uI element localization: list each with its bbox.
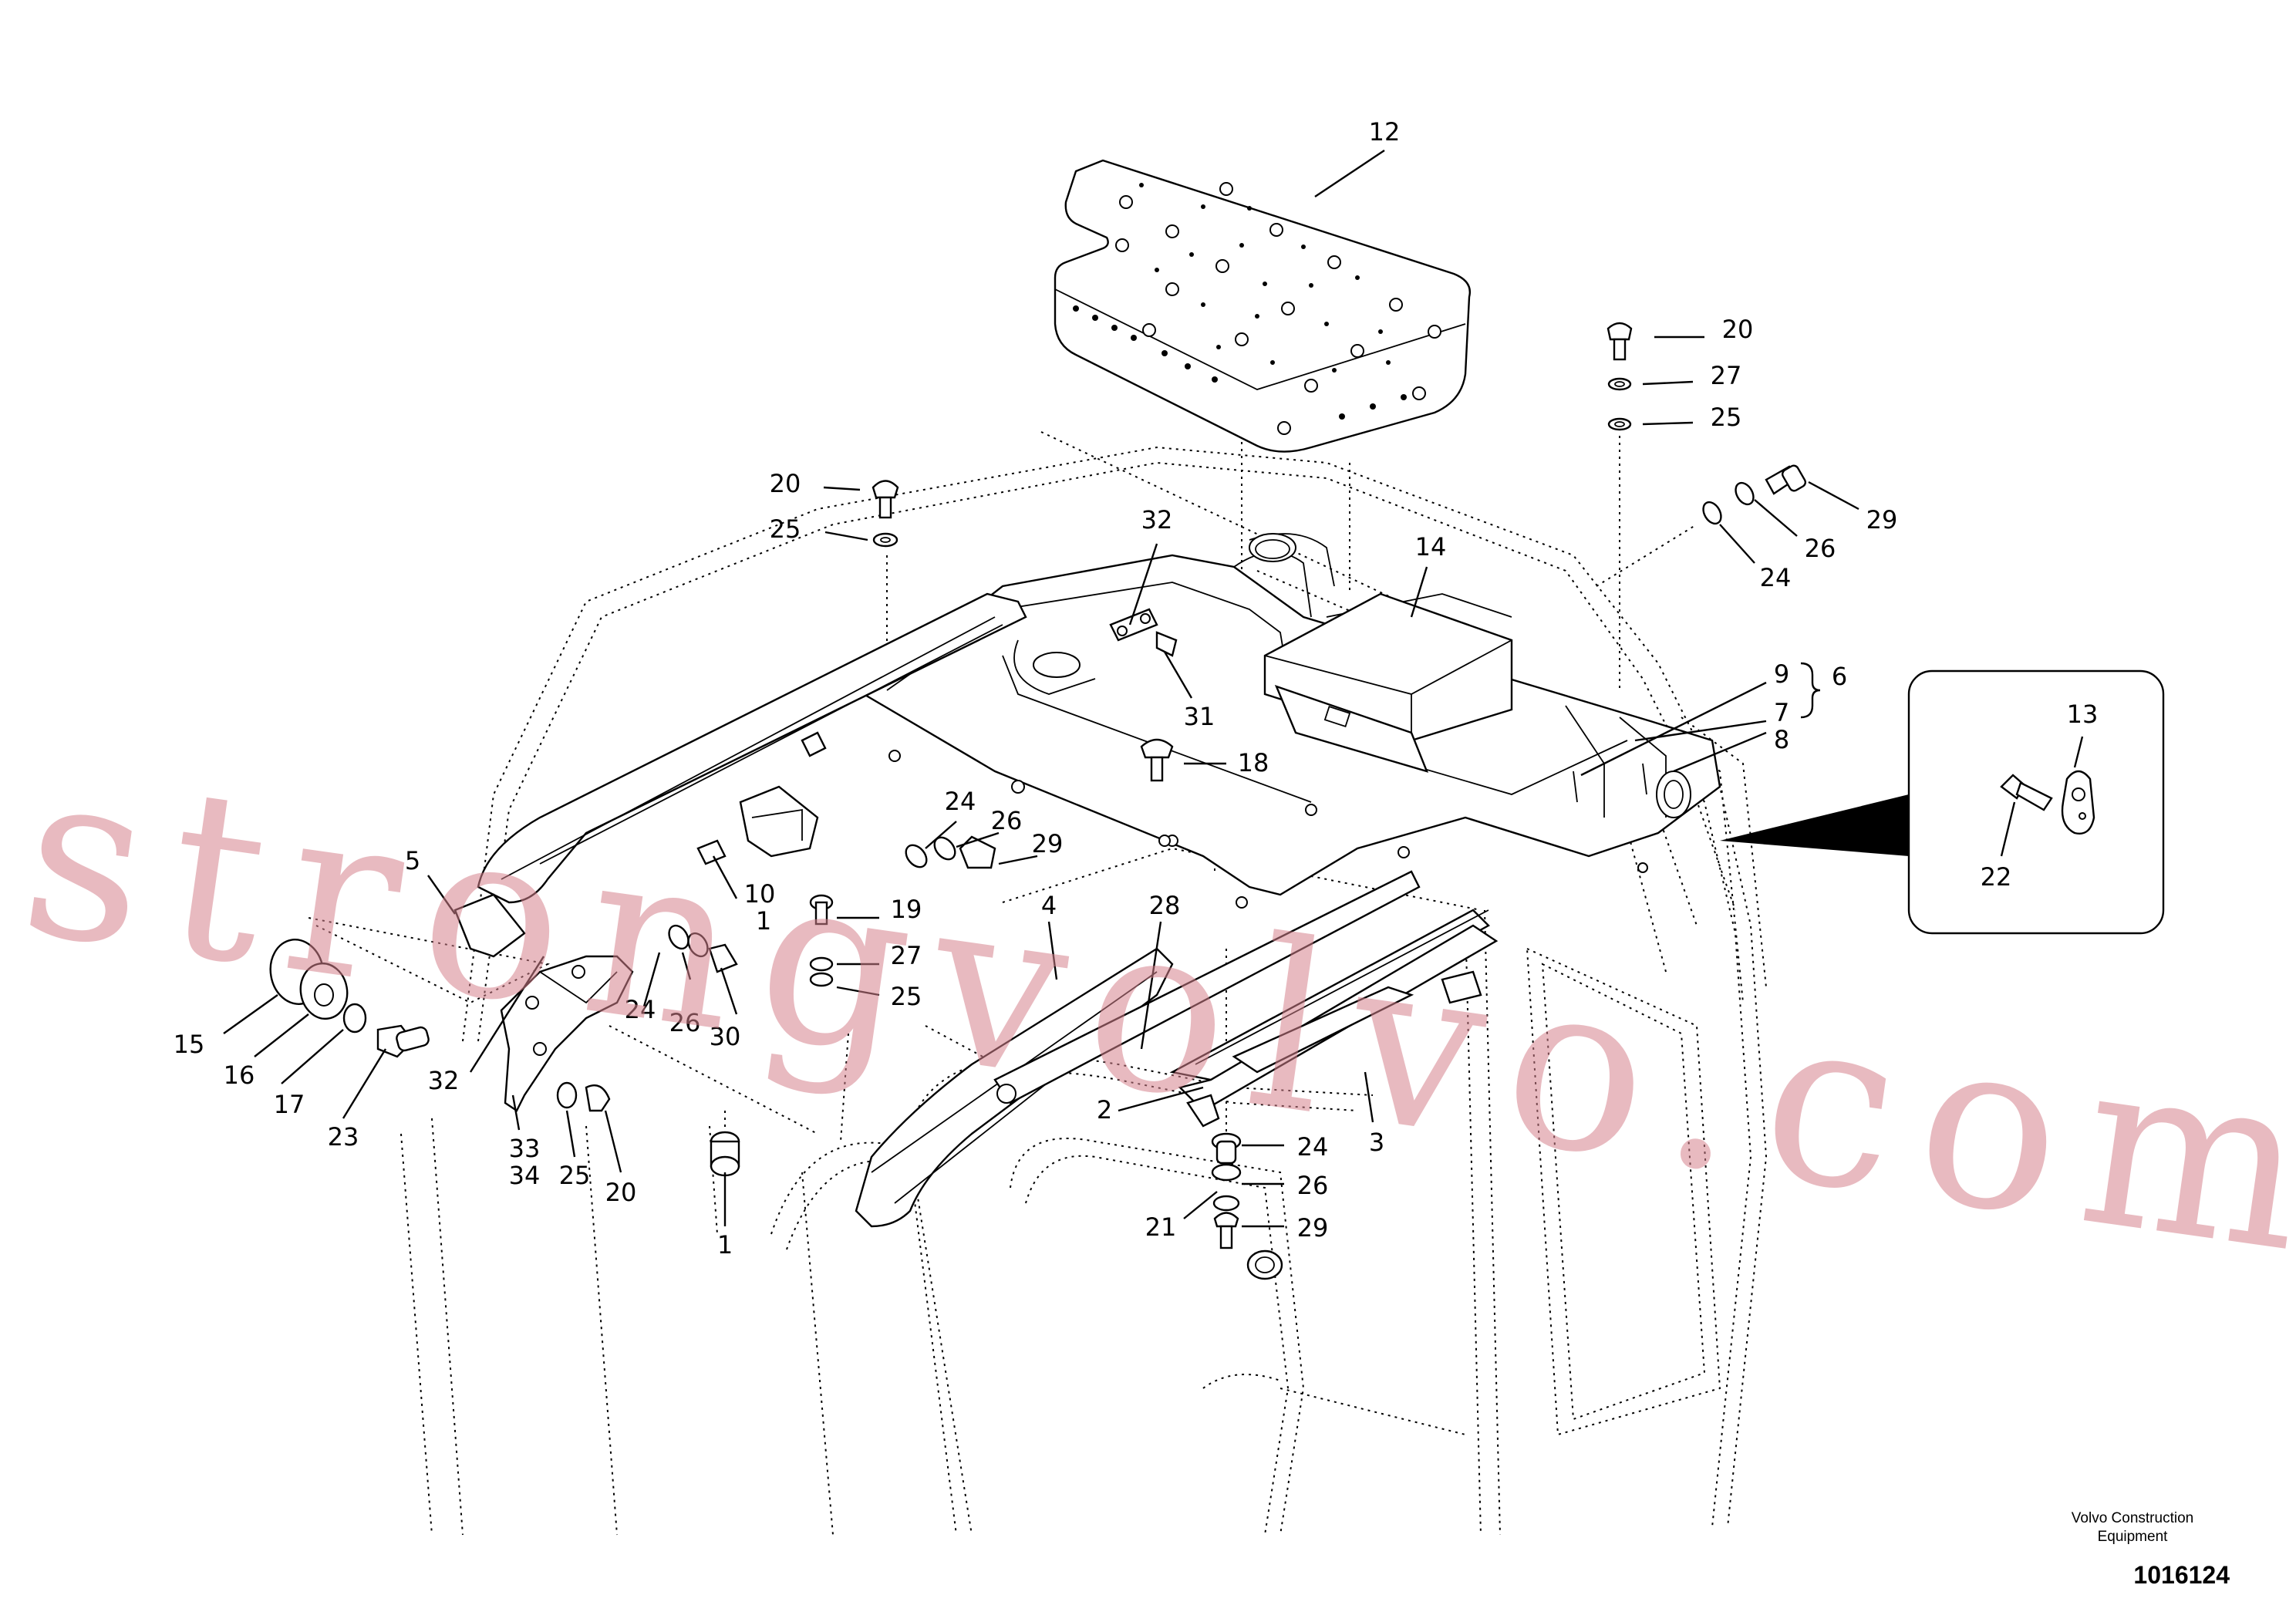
- roof-box-part-14: [1263, 592, 1513, 773]
- callout-18: 18: [1238, 748, 1269, 777]
- callout-32: 32: [1141, 505, 1173, 534]
- fasteners: [269, 322, 1807, 1280]
- pointer-wedge-icon: [1720, 794, 1909, 856]
- callout-25: 25: [559, 1161, 591, 1190]
- leader-lines: [223, 150, 2084, 1228]
- callout-34: 34: [509, 1161, 541, 1190]
- callout-33: 33: [509, 1134, 541, 1163]
- publisher-label: Volvo Construction Equipment: [2032, 1509, 2233, 1546]
- plate-holes: [1073, 182, 1441, 435]
- roof-plate-part-12: [1054, 159, 1471, 453]
- callout-4: 4: [1041, 891, 1057, 920]
- callout-12: 12: [1369, 117, 1401, 147]
- callout-20: 20: [605, 1178, 637, 1207]
- magnified-detail-inset: [1720, 669, 2165, 935]
- callout-7: 7: [1774, 698, 1789, 727]
- callout-20: 20: [1722, 315, 1754, 344]
- callout-26: 26: [1805, 534, 1836, 563]
- callout-1: 1: [717, 1230, 733, 1259]
- callout-26: 26: [991, 806, 1023, 835]
- callout-13: 13: [2067, 700, 2099, 729]
- callout-14: 14: [1415, 532, 1447, 561]
- callout-25: 25: [891, 982, 922, 1011]
- callout-30: 31: [1184, 702, 1215, 731]
- callout-24: 24: [625, 995, 656, 1024]
- callout-25: 25: [1711, 403, 1742, 432]
- right-rails-parts-2-3-4-28: [855, 870, 1499, 1228]
- callout-29: 29: [1032, 829, 1064, 858]
- callout-27: 27: [891, 941, 922, 970]
- callout-27: 27: [1711, 361, 1742, 390]
- callout-20: 20: [770, 469, 801, 498]
- callout-25: 25: [770, 514, 801, 544]
- callout-19: 19: [891, 895, 922, 924]
- callout-labels: 12 20 27 25 29 26 24 20 25 32 31 14 18 9…: [174, 117, 2099, 1259]
- left-rail-part-5: [453, 592, 1027, 958]
- document-number: 1016124: [2133, 1561, 2230, 1589]
- callout-9: 9: [1774, 659, 1789, 689]
- callout-6: 6: [1832, 662, 1847, 691]
- callout-24: 24: [1297, 1132, 1329, 1162]
- callout-26: 26: [1297, 1171, 1329, 1200]
- callout-24: 24: [945, 787, 976, 816]
- callout-16: 16: [224, 1061, 255, 1090]
- callout-32: 32: [428, 1066, 460, 1095]
- callout-17: 17: [274, 1090, 305, 1119]
- callout-26: 26: [669, 1008, 701, 1037]
- callout-1: 1: [756, 906, 771, 936]
- callout-5: 5: [405, 846, 420, 875]
- callout-23: 23: [328, 1122, 359, 1152]
- publisher-line-1: Volvo Construction: [2071, 1510, 2194, 1526]
- callout-15: 15: [174, 1030, 205, 1059]
- callout-24: 24: [1760, 563, 1792, 592]
- callout-21: 21: [1145, 1212, 1177, 1242]
- callout-31: 30: [710, 1022, 741, 1051]
- callout-3: 3: [1369, 1128, 1384, 1157]
- callout-22: 22: [1981, 862, 2012, 892]
- callout-28: 28: [1149, 891, 1181, 920]
- callout-29: 29: [1866, 505, 1898, 534]
- publisher-line-2: Equipment: [2097, 1529, 2168, 1545]
- callout-10: 10: [744, 879, 776, 909]
- callout-29: 29: [1297, 1213, 1329, 1243]
- callout-8: 8: [1774, 725, 1789, 754]
- callout-2: 2: [1097, 1095, 1112, 1125]
